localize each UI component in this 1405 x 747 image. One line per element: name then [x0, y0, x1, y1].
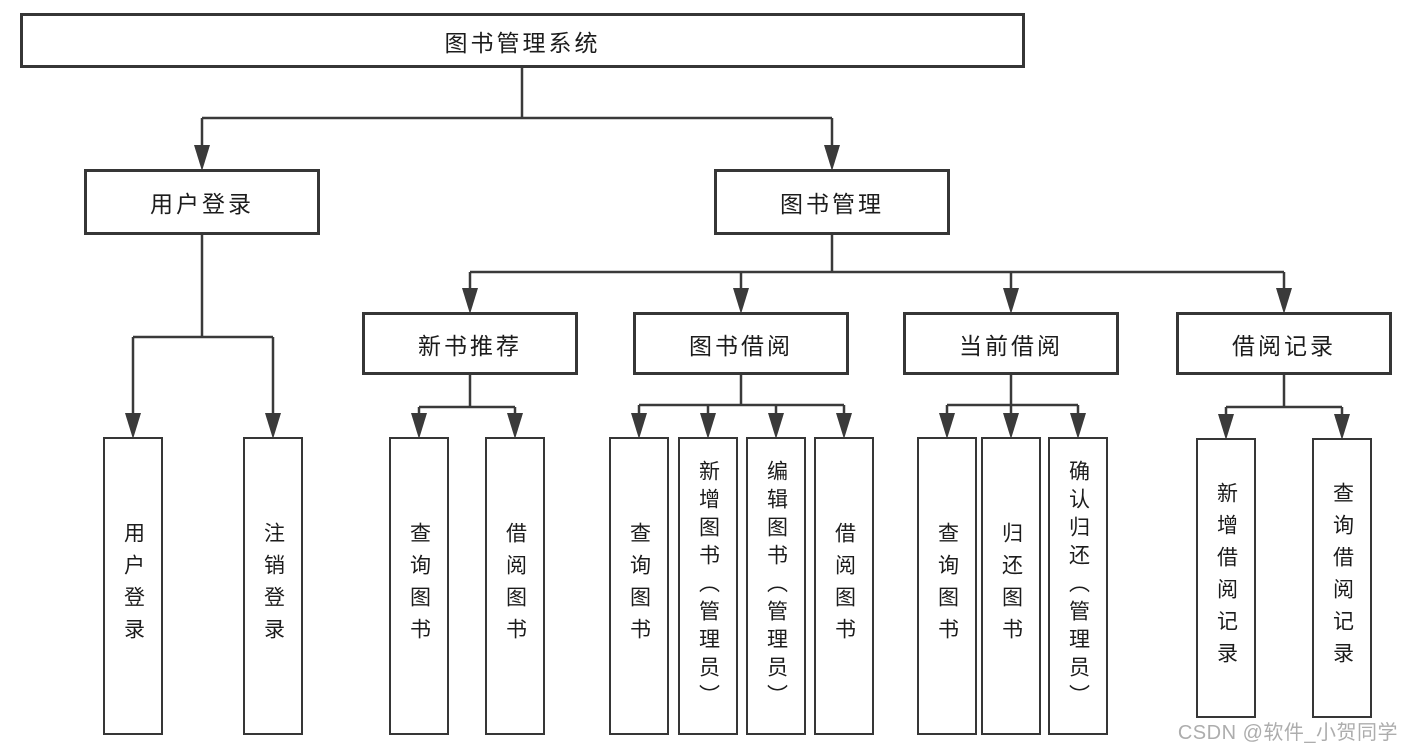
- node-user-login: 用户登录: [84, 169, 320, 235]
- node-new-book-recommendation-label: 新书推荐: [418, 332, 522, 359]
- node-new-book-recommendation: 新书推荐: [362, 312, 578, 375]
- node-current-borrowing: 当前借阅: [903, 312, 1119, 375]
- node-borrowing-records: 借阅记录: [1176, 312, 1392, 375]
- leaf-query-borrow-record-label: 查询借阅记录: [1330, 482, 1354, 674]
- leaf-confirm-return-admin-label: 确认归还（管理员）: [1066, 460, 1090, 712]
- leaf-borrow-books-label: 借阅图书: [832, 522, 856, 650]
- leaf-edit-books-admin-label: 编辑图书（管理员）: [764, 460, 788, 712]
- node-book-management: 图书管理: [714, 169, 950, 235]
- node-book-borrowing: 图书借阅: [633, 312, 849, 375]
- leaf-query-books-recommend-label: 查询图书: [407, 522, 431, 650]
- leaf-add-books-admin: 新增图书（管理员）: [678, 437, 738, 735]
- leaf-borrow-books-recommend-label: 借阅图书: [503, 522, 527, 650]
- node-book-borrowing-label: 图书借阅: [689, 332, 793, 359]
- node-current-borrowing-label: 当前借阅: [959, 332, 1063, 359]
- leaf-query-books-borrow-label: 查询图书: [627, 522, 651, 650]
- node-root: 图书管理系统: [20, 13, 1025, 68]
- leaf-return-books-label: 归还图书: [999, 522, 1023, 650]
- node-borrowing-records-label: 借阅记录: [1232, 332, 1336, 359]
- leaf-query-books-recommend: 查询图书: [389, 437, 449, 735]
- watermark: CSDN @软件_小贺同学: [1177, 722, 1398, 744]
- leaf-logout-label: 注销登录: [261, 522, 285, 650]
- leaf-add-borrow-record: 新增借阅记录: [1196, 438, 1256, 718]
- leaf-add-borrow-record-label: 新增借阅记录: [1214, 482, 1238, 674]
- leaf-edit-books-admin: 编辑图书（管理员）: [746, 437, 806, 735]
- node-user-login-label: 用户登录: [150, 191, 254, 217]
- leaf-logout: 注销登录: [243, 437, 303, 735]
- arrowheads: [125, 145, 1350, 440]
- leaf-user-login-label: 用户登录: [121, 522, 145, 650]
- leaf-return-books: 归还图书: [981, 437, 1041, 735]
- leaf-borrow-books: 借阅图书: [814, 437, 874, 735]
- leaf-borrow-books-recommend: 借阅图书: [485, 437, 545, 735]
- leaf-query-books-current: 查询图书: [917, 437, 977, 735]
- node-root-label: 图书管理系统: [444, 29, 601, 56]
- leaf-query-borrow-record: 查询借阅记录: [1312, 438, 1372, 718]
- leaf-user-login: 用户登录: [103, 437, 163, 735]
- leaf-confirm-return-admin: 确认归还（管理员）: [1048, 437, 1108, 735]
- node-book-management-label: 图书管理: [780, 191, 884, 217]
- leaf-add-books-admin-label: 新增图书（管理员）: [696, 460, 720, 712]
- leaf-query-books-current-label: 查询图书: [935, 522, 959, 650]
- leaf-query-books-borrow: 查询图书: [609, 437, 669, 735]
